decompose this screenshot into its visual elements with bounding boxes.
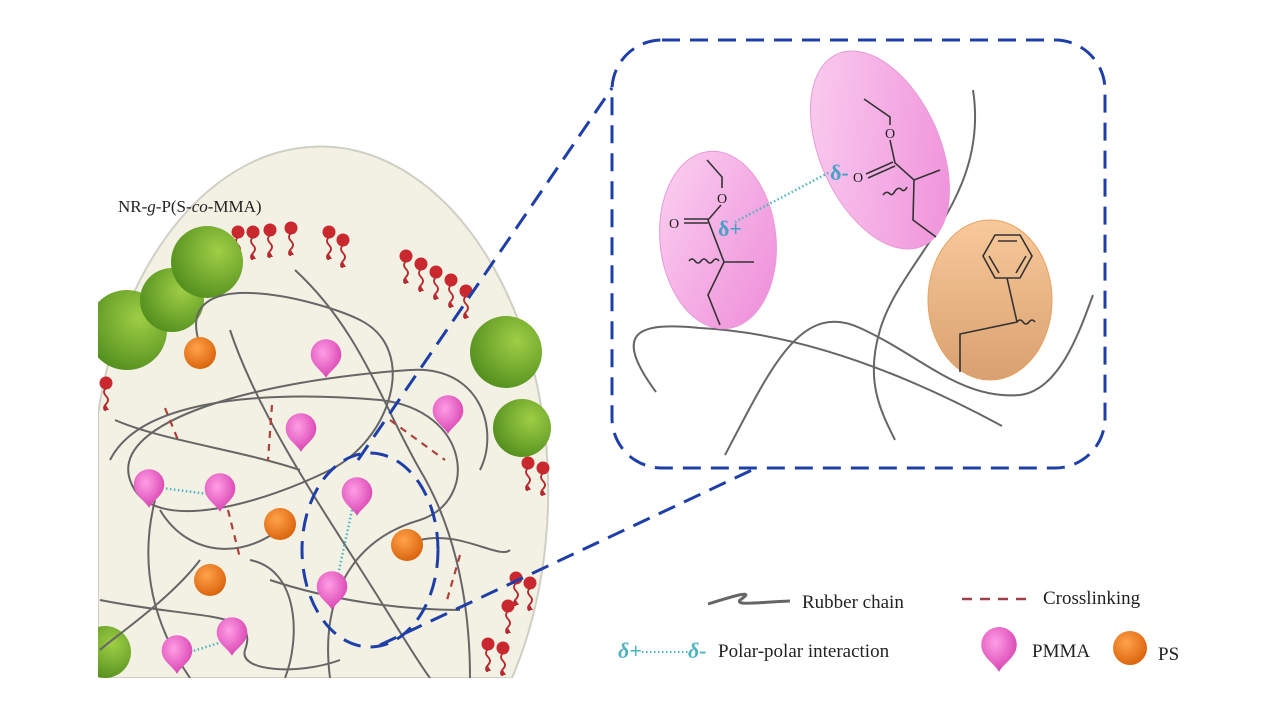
delta-plus-label: δ+: [718, 216, 742, 241]
zoom-chains: [632, 89, 1094, 456]
svg-text:O: O: [853, 171, 863, 186]
legend-ps: PS: [1158, 644, 1179, 665]
pmma-unit-2: [810, 50, 950, 250]
crosslinks: [163, 404, 462, 601]
zoom-panel: O O O O δ+ δ-: [610, 38, 1107, 470]
legend-polar: Polar-polar interaction: [718, 641, 890, 662]
svg-text:O: O: [669, 217, 679, 232]
ps-structure: [959, 234, 1036, 372]
shell-spheres: [98, 226, 551, 678]
legend-delta-minus: δ-: [688, 638, 707, 663]
pmma-structure-1: O O: [669, 159, 754, 326]
zoom-panel-border: [610, 38, 1107, 470]
svg-text:O: O: [717, 192, 727, 207]
legend-rubber-chain-swatch: [707, 592, 791, 606]
legend-rubber-chain: Rubber chain: [802, 592, 904, 613]
callout-line-top: [356, 87, 614, 461]
ps-unit: [927, 219, 1053, 381]
particle-title: NR-g-P(S-co-MMA): [118, 197, 262, 216]
latex-particle: [98, 87, 753, 678]
callout-circle: [300, 451, 440, 649]
delta-minus-label: δ-: [830, 160, 849, 185]
legend-ps-icon: [1113, 631, 1147, 665]
legend: Rubber chain Crosslinking δ+ δ- Polar-po…: [618, 588, 1179, 672]
polar-interactions: [161, 486, 354, 654]
legend-pmma-icon: [981, 627, 1017, 672]
svg-text:O: O: [885, 127, 895, 142]
legend-pmma: PMMA: [1032, 641, 1090, 662]
zoom-polar-link: [734, 170, 831, 224]
ps-spheres: [184, 337, 423, 596]
legend-crosslinking: Crosslinking: [1043, 588, 1141, 609]
pmma-unit-1: [659, 150, 777, 330]
pmma-structure-2: O O: [853, 98, 941, 238]
legend-delta-plus: δ+: [618, 638, 642, 663]
callout-line-bottom: [379, 468, 753, 647]
